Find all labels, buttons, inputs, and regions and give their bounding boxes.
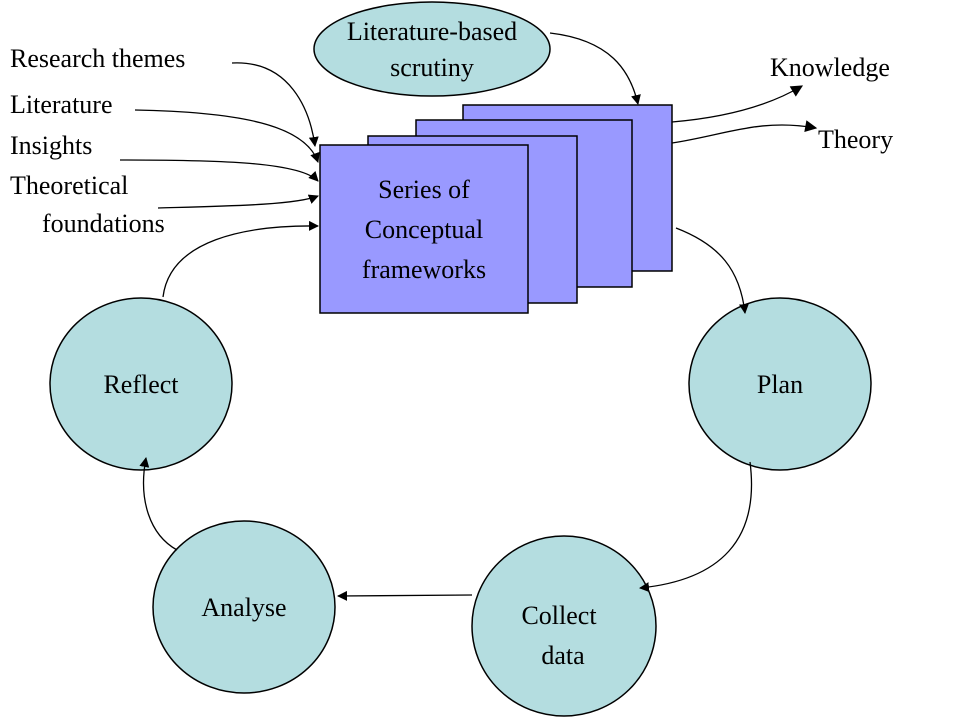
framework-label-line1: Series of: [378, 175, 470, 204]
plan-label: Plan: [757, 370, 803, 399]
analyse-label: Analyse: [201, 593, 286, 622]
framework-label-line3: frameworks: [362, 255, 486, 284]
reflect-node: Reflect: [49, 297, 233, 471]
input-literature: Literature: [10, 90, 113, 119]
collect-label-line2: data: [541, 641, 585, 670]
arrow-to-theory: [671, 120, 818, 144]
input-insights: Insights: [10, 131, 92, 160]
analyse-node: Analyse: [152, 520, 336, 694]
arrow-literature: [134, 109, 320, 163]
arrow-reflect-to-frameworks: [162, 220, 319, 298]
reflect-label: Reflect: [103, 370, 179, 399]
input-theoretical-line2: foundations: [42, 209, 165, 238]
arrow-scrutiny-to-frameworks: [549, 32, 641, 105]
collect-data-node: Collect data: [471, 535, 657, 717]
arrow-to-knowledge: [671, 85, 804, 123]
scrutiny-label-line2: scrutiny: [390, 53, 474, 82]
framework-box-1: [319, 144, 529, 314]
arrow-frameworks-to-plan: [675, 227, 749, 314]
input-theoretical-line1: Theoretical: [10, 171, 128, 200]
framework-stack: Series of Conceptual frameworks: [319, 104, 673, 314]
scrutiny-label-line1: Literature-based: [347, 17, 517, 46]
output-knowledge: Knowledge: [770, 53, 890, 82]
plan-node: Plan: [688, 297, 872, 471]
output-theory: Theory: [818, 125, 893, 154]
arrow-plan-to-collect: [639, 461, 753, 593]
arrow-collect-to-analyse: [337, 590, 473, 601]
arrow-insights: [119, 159, 319, 182]
scrutiny-node: Literature-based scrutiny: [313, 1, 551, 97]
arrow-analyse-to-reflect: [139, 457, 178, 551]
arrow-research-themes: [231, 62, 319, 147]
arrow-theoretical: [157, 194, 319, 209]
framework-label-line2: Conceptual: [365, 215, 483, 244]
collect-label-line1: Collect: [521, 601, 597, 630]
input-research-themes: Research themes: [10, 44, 185, 73]
